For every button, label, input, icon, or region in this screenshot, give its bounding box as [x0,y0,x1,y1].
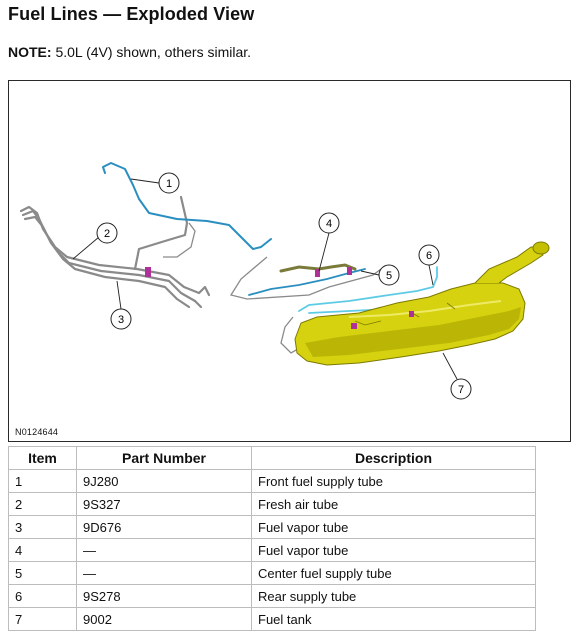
table-row: 3 9D676 Fuel vapor tube [8,515,536,539]
item-cell: 4 [8,538,77,562]
note: NOTE: 5.0L (4V) shown, others similar. [8,44,251,60]
callout-label: 7 [458,384,464,396]
callout-label: 3 [118,314,124,326]
column-header-description: Description [251,446,536,470]
part-number-cell: 9S278 [76,584,252,608]
description-cell: Rear supply tube [251,584,536,608]
fuel-lines-illustration: 1 2 3 4 5 6 7 [19,162,550,400]
callout-label: 1 [166,178,172,190]
figure-id: N0124644 [15,427,59,437]
callout-label: 6 [426,250,432,262]
column-header-item: Item [8,446,77,470]
exploded-view-figure: 1 2 3 4 5 6 7 N0124644 [8,80,571,442]
tube-clips [145,267,414,329]
callout-6: 6 [418,244,440,266]
grey-vapor-tube-center [163,222,382,354]
table-header-row: Item Part Number Description [8,446,536,470]
table-row: 7 9002 Fuel tank [8,607,536,631]
item-cell: 1 [8,469,77,493]
part-number-cell: 9002 [76,607,252,631]
description-cell: Fuel tank [251,607,536,631]
part-number-cell: — [76,561,252,585]
grey-tube-assembly [19,195,211,309]
table-row: 1 9J280 Front fuel supply tube [8,469,536,493]
front-fuel-supply-tube [102,162,272,250]
table-row: 4 — Fuel vapor tube [8,538,536,562]
table-row: 6 9S278 Rear supply tube [8,584,536,608]
item-cell: 5 [8,561,77,585]
table-row: 5 — Center fuel supply tube [8,561,536,585]
callout-7: 7 [450,378,472,400]
callout-label: 4 [326,218,332,230]
description-cell: Center fuel supply tube [251,561,536,585]
vapor-tube-4 [279,263,357,273]
callout-label: 5 [386,270,392,282]
callout-5: 5 [378,264,400,286]
callout-4: 4 [318,212,340,234]
note-label: NOTE: [8,44,52,60]
note-text: 5.0L (4V) shown, others similar. [51,44,252,60]
item-cell: 6 [8,584,77,608]
column-header-part-number: Part Number [76,446,252,470]
item-cell: 3 [8,515,77,539]
item-cell: 2 [8,492,77,516]
table-row: 2 9S327 Fresh air tube [8,492,536,516]
part-number-cell: 9D676 [76,515,252,539]
parts-table: Item Part Number Description 1 9J280 Fro… [8,446,536,631]
fuel-tank [294,241,550,366]
callout-label: 2 [104,228,110,240]
callout-2: 2 [96,222,118,244]
callout-3: 3 [110,308,132,330]
description-cell: Fuel vapor tube [251,538,536,562]
leader-lines [72,178,458,380]
part-number-cell: 9S327 [76,492,252,516]
description-cell: Fuel vapor tube [251,515,536,539]
callout-1: 1 [158,172,180,194]
part-number-cell: 9J280 [76,469,252,493]
part-number-cell: — [76,538,252,562]
description-cell: Front fuel supply tube [251,469,536,493]
description-cell: Fresh air tube [251,492,536,516]
page-title: Fuel Lines — Exploded View [8,4,255,24]
item-cell: 7 [8,607,77,631]
